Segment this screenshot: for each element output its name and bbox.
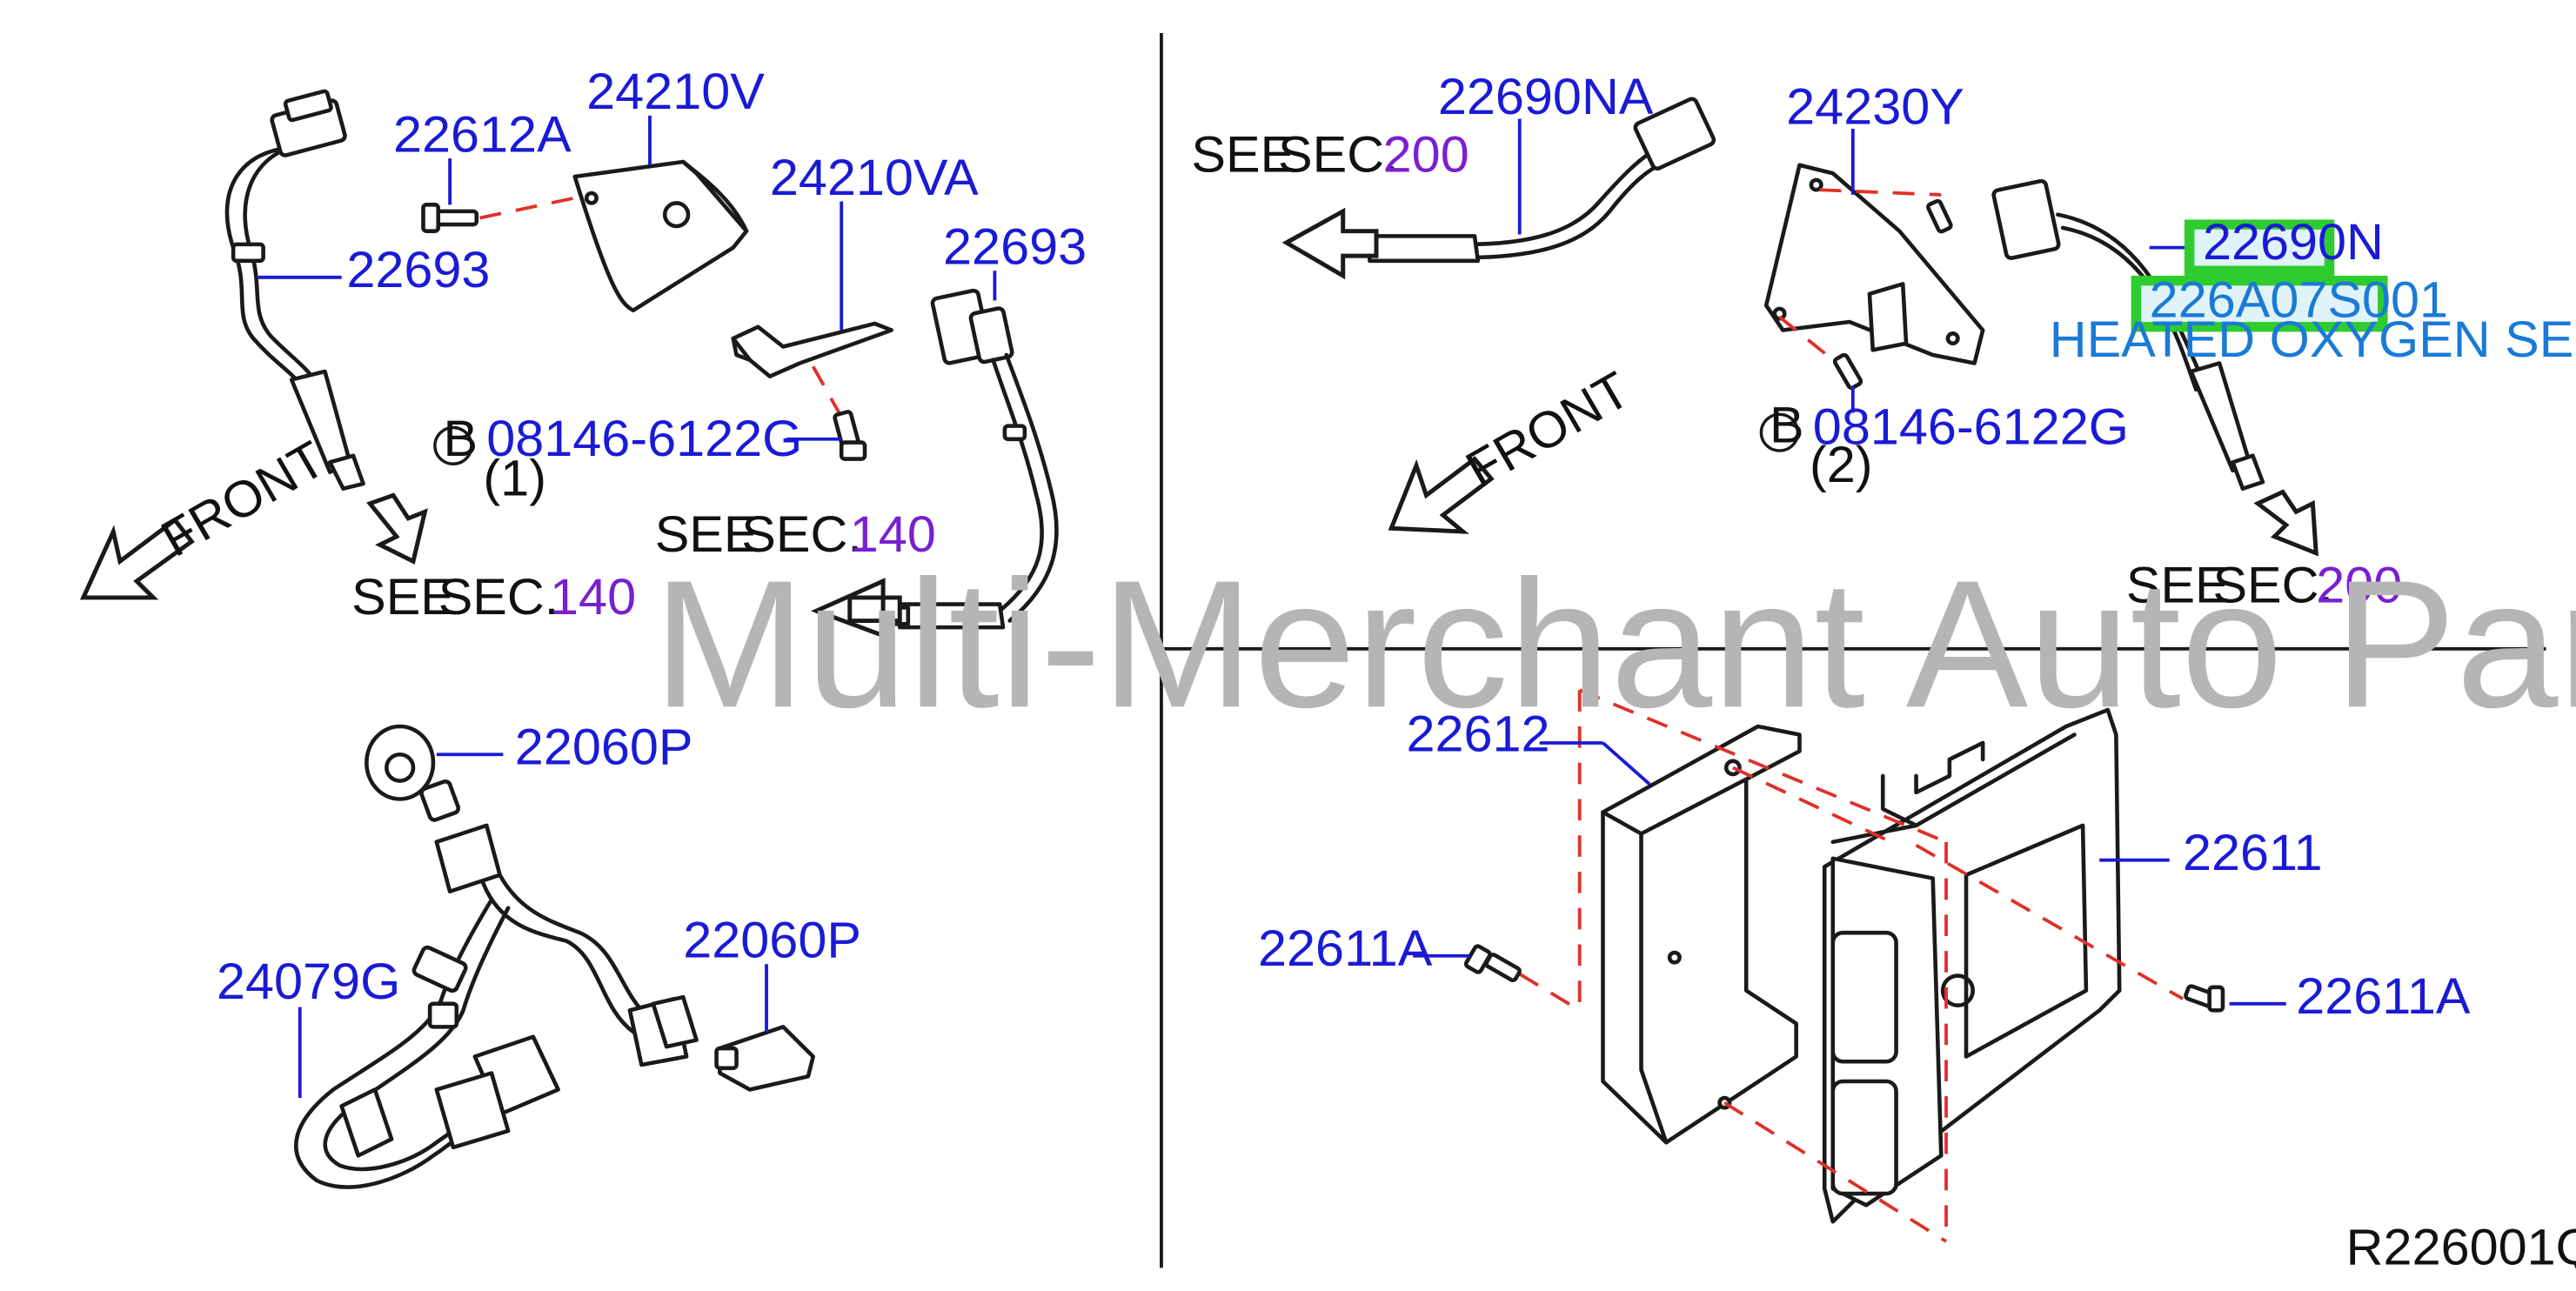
see-sec-200-arrow-right <box>2253 489 2318 557</box>
b-marker-right <box>1759 412 1800 452</box>
see-sec-2-see: SEE <box>655 505 759 563</box>
dashed-ecm-6 <box>1518 973 1581 1013</box>
callout-24230Y: 24230Y <box>1786 77 1964 136</box>
see-sec-ref-1: SEE SEC. 140 <box>351 567 636 625</box>
callout-24079G: 24079G <box>217 952 400 1010</box>
callout-08146-right-qty: (2) <box>1810 435 1873 493</box>
bracket-24210V-drawing <box>572 159 749 313</box>
bolt-22612A-drawing <box>421 203 479 233</box>
callout-08146-right: 08146-6122G <box>1813 398 2129 456</box>
b-marker-right-letter: B <box>1770 396 1804 454</box>
see-sec-ref-2: SEE SEC. 140 <box>655 505 936 563</box>
see-sec-1-see: SEE <box>351 567 455 625</box>
see-sec-ref-3: SEE SEC. 200 <box>1191 125 1469 184</box>
drawing-code: R226001Q <box>2346 1218 2576 1276</box>
callout-22060P-top: 22060P <box>515 718 693 776</box>
bolt-08146-right-drawing <box>1832 352 1863 391</box>
callout-24210VA: 24210VA <box>770 148 979 206</box>
callout-226A07S001[interactable]: 226A07S001 <box>2150 271 2448 329</box>
oxygen-sensor-right-drawing <box>891 288 1059 630</box>
see-sec-4-sec: SEC. <box>2212 556 2333 614</box>
see-sec-3-see: SEE <box>1191 125 1295 184</box>
see-sec-3-num[interactable]: 200 <box>1383 125 1469 184</box>
bracket-24230Y-drawing <box>1763 163 1985 365</box>
knock-sensor-harness-drawing <box>294 724 699 1189</box>
front-arrow-right <box>1388 456 1495 534</box>
bolt-24230Y-upper-drawing <box>1926 198 1953 234</box>
bolt-08146-left-drawing <box>833 410 867 461</box>
see-sec-1-num[interactable]: 140 <box>550 567 636 625</box>
see-sec-4-num[interactable]: 200 <box>2316 556 2402 614</box>
leader-22612-diag <box>1602 741 1651 786</box>
see-sec-140-arrow-left <box>366 492 428 565</box>
see-sec-3-sec: SEC. <box>1278 125 1399 184</box>
callout-22693-left: 22693 <box>346 240 490 298</box>
oxygen-sensor-22690N-drawing <box>1991 178 2265 491</box>
callout-22690NA: 22690NA <box>1438 67 1654 125</box>
oxygen-sensor-left-drawing <box>224 89 365 491</box>
bolt-22611A-left-drawing <box>1463 944 1522 983</box>
bolt-22611A-right-drawing <box>2184 984 2225 1013</box>
highlight-22690N <box>2184 219 2335 276</box>
dashed-24230Y-upper <box>1819 188 1942 197</box>
bracket-24210VA-drawing <box>731 321 893 378</box>
dashed-ecm-4 <box>1732 766 1892 844</box>
dashed-ecm-5 <box>1915 843 2184 1000</box>
callout-22611: 22611 <box>2183 823 2323 881</box>
callout-22611A-right: 22611A <box>2296 967 2471 1025</box>
callout-22612: 22612 <box>1406 705 1549 763</box>
callout-22690N[interactable]: 22690N <box>2203 212 2384 271</box>
dashed-ecm-7 <box>1723 1101 1948 1243</box>
see-sec-140-arrow-right <box>810 578 902 639</box>
knock-sensor-cap-22060P-drawing <box>714 1025 815 1092</box>
dashed-ecm-1 <box>1578 688 1947 844</box>
oxygen-sensor-22690NA-drawing <box>1281 97 1716 280</box>
callout-22612A: 22612A <box>393 105 572 164</box>
highlight-226A07S001 <box>2131 275 2388 332</box>
dashed-22612A <box>479 193 591 220</box>
callout-22611A-left: 22611A <box>1258 919 1433 977</box>
callout-24210V: 24210V <box>586 62 765 120</box>
ecm-22611-drawing <box>1822 707 2122 1224</box>
watermark: Multi-Merchant Auto Partstore <box>653 543 2576 746</box>
callout-22693-right: 22693 <box>943 217 1087 276</box>
see-sec-4-see: SEE <box>2126 556 2230 614</box>
front-label-right: FRONT <box>1456 360 1640 498</box>
see-sec-ref-4: SEE SEC. 200 <box>2126 556 2402 614</box>
heated-oxygen-sensor-label: HEATED OXYGEN SENSOR <box>2050 310 2576 368</box>
b-marker-left <box>433 425 473 465</box>
see-sec-1-sec: SEC. <box>438 567 559 625</box>
see-sec-2-num[interactable]: 140 <box>850 505 936 563</box>
see-sec-2-sec: SEC. <box>741 505 862 563</box>
dashed-24230Y-lower <box>1778 315 1843 368</box>
callout-08146-left-qty: (1) <box>483 449 546 507</box>
front-arrow-left <box>79 517 195 600</box>
front-label-left: FRONT <box>151 430 335 568</box>
callout-08146-left: 08146-6122G <box>486 409 802 467</box>
b-marker-left-letter: B <box>443 409 478 467</box>
callout-22060P-bottom: 22060P <box>683 911 861 969</box>
ecm-bracket-22612-drawing <box>1601 724 1802 1145</box>
